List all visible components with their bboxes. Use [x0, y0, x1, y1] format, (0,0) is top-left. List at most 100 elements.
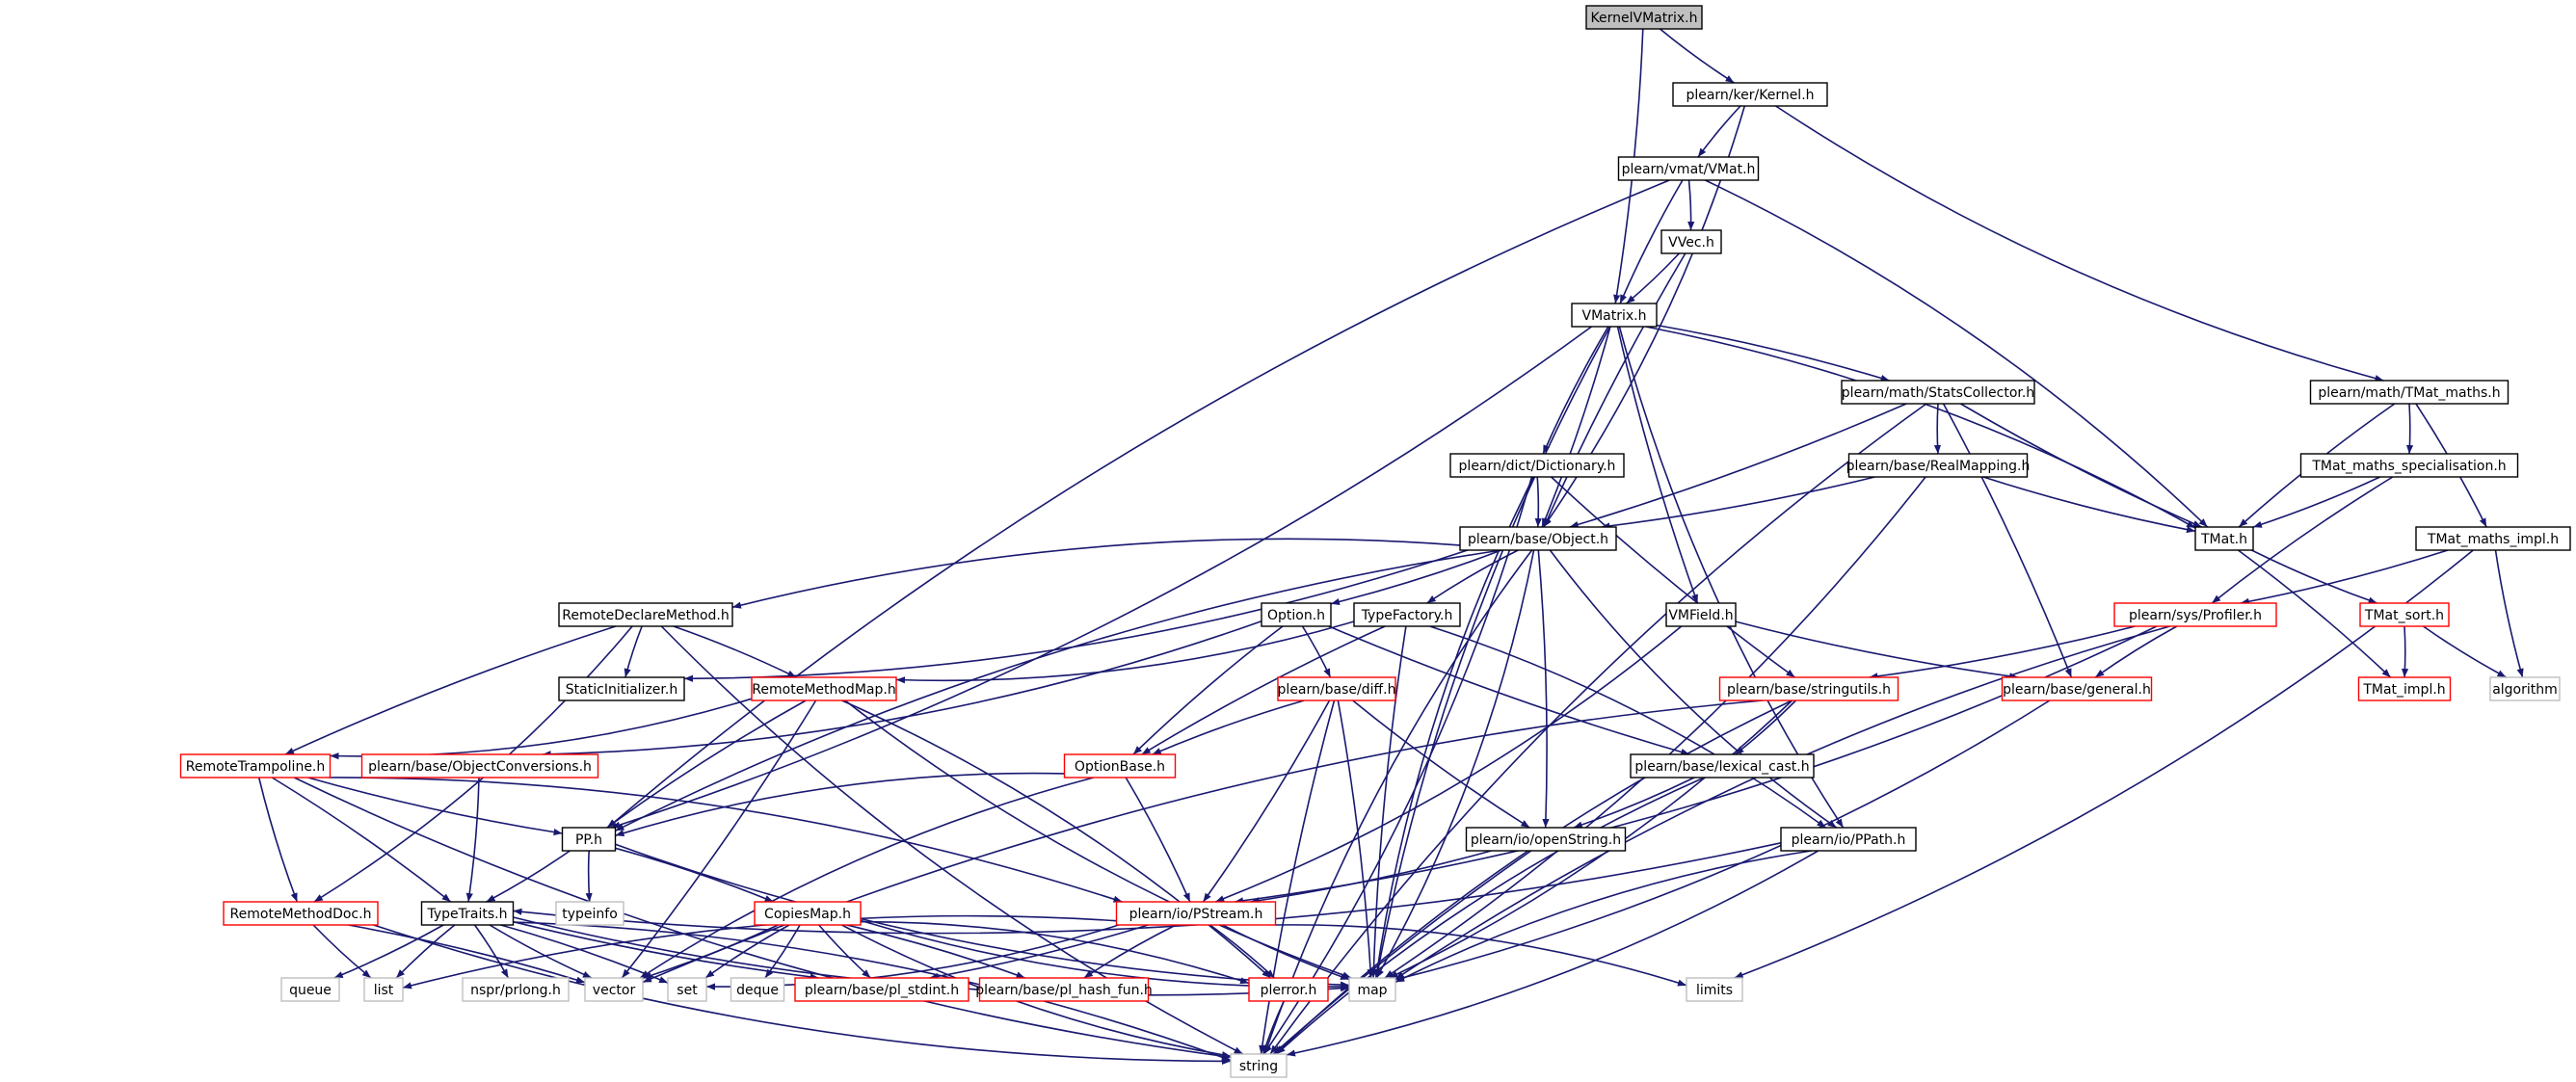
edge-tmat-to-tmat_sort [2251, 549, 2377, 604]
node-box [1718, 676, 1899, 701]
edge-tmat_maths_spec-to-tmat [2252, 476, 2381, 528]
node-staticinitializer[interactable]: StaticInitializer.h [558, 676, 685, 701]
edge-diff-to-openstring [1352, 699, 1530, 829]
edge-openstring-to-string [1272, 850, 1532, 1055]
edge-vvec-to-object [1543, 252, 1686, 528]
node-diff[interactable]: plearn/base/diff.h [1277, 676, 1396, 701]
node-label: TypeFactory.h [1361, 608, 1453, 623]
node-vmatrix[interactable]: VMatrix.h [1571, 303, 1658, 328]
edge-remotemethodmap-to-plerror [841, 699, 1272, 979]
node-kernelvmatrix[interactable]: KernelVMatrix.h [1585, 5, 1703, 30]
node-label: RemoteTrampoline.h [186, 759, 326, 775]
node-label: PP.h [575, 832, 602, 848]
node-label: plearn/base/diff.h [1278, 682, 1396, 698]
node-vmfield[interactable]: VMField.h [1665, 602, 1737, 627]
node-box [794, 977, 969, 1002]
node-tmat_maths[interactable]: plearn/math/TMat_maths.h [2309, 380, 2510, 405]
node-ppath[interactable]: plearn/io/PPath.h [1780, 827, 1917, 852]
edge-copiesmap-to-deque [764, 924, 801, 979]
edge-typetraits-to-string [513, 921, 1232, 1062]
node-general[interactable]: plearn/base/general.h [2001, 676, 2153, 701]
node-string: string [1230, 1053, 1288, 1078]
edge-vmatrix-to-object [1541, 326, 1611, 528]
node-remotemethoddoc[interactable]: RemoteMethodDoc.h [223, 901, 379, 926]
node-tmat_maths_spec[interactable]: TMat_maths_specialisation.h [2299, 453, 2519, 478]
edge-profiler-to-general [2094, 625, 2178, 678]
edge-general-to-map [1394, 699, 2051, 982]
edge-object-to-remotedeclaremethod [731, 538, 1461, 609]
node-remotedeclaremethod[interactable]: RemoteDeclareMethod.h [558, 602, 733, 627]
edge-remotetrampoline-to-remotemethoddoc [257, 777, 299, 903]
edge-vmfield-to-general [1735, 620, 2019, 680]
edge-object-to-ppath [1549, 549, 1838, 829]
edge-remotedeclaremethod-to-remotetrampoline [284, 625, 617, 755]
node-tmat_sort[interactable]: TMat_sort.h [2359, 602, 2450, 627]
node-box [561, 827, 617, 852]
edge-kernel-to-tmat_maths [1775, 105, 2384, 383]
edge-remotemethoddoc-to-string [373, 924, 1232, 1066]
edge-tmat_maths-to-tmat_maths_spec [2405, 403, 2414, 455]
node-set: set [667, 977, 707, 1002]
node-tmat[interactable]: TMat.h [2194, 526, 2254, 551]
edge-pstream-to-pl_hash_fun [1083, 924, 1177, 979]
node-lexical_cast[interactable]: plearn/base/lexical_cast.h [1630, 753, 1815, 779]
edge-copiesmap-to-pl_stdint [818, 924, 871, 979]
edge-remotemethodmap-to-pp [606, 699, 807, 829]
edge-object-to-option [1330, 549, 1502, 606]
node-label: plearn/base/ObjectConversions.h [368, 759, 592, 775]
node-dictionary[interactable]: plearn/dict/Dictionary.h [1449, 453, 1625, 478]
edge-vmat-to-vmatrix [1619, 179, 1684, 304]
node-box [2359, 602, 2450, 627]
edge-kernelvmatrix-to-kernel [1659, 28, 1735, 84]
node-label: vector [593, 983, 636, 998]
node-typefactory[interactable]: TypeFactory.h [1353, 602, 1461, 627]
edge-typetraits-to-vector [489, 924, 593, 979]
node-label: CopiesMap.h [764, 907, 851, 922]
edge-tmat_maths_impl-to-profiler [2240, 549, 2449, 605]
edge-statscollector-to-object [1569, 403, 1907, 528]
node-remotetrampoline[interactable]: RemoteTrampoline.h [179, 753, 332, 779]
edge-diff-to-string [1259, 699, 1336, 1055]
node-box [2194, 526, 2254, 551]
node-openstring[interactable]: plearn/io/openString.h [1465, 827, 1627, 852]
node-box [420, 901, 515, 926]
node-tmat_maths_impl[interactable]: TMat_maths_impl.h [2415, 526, 2571, 551]
edge-ppath-to-map [1394, 850, 1813, 984]
node-option[interactable]: Option.h [1261, 602, 1332, 627]
node-vmat[interactable]: plearn/vmat/VMat.h [1617, 156, 1760, 181]
node-vvec[interactable]: VVec.h [1660, 229, 1722, 254]
node-pstream[interactable]: plearn/io/PStream.h [1115, 901, 1277, 926]
node-pl_stdint[interactable]: plearn/base/pl_stdint.h [794, 977, 969, 1002]
edge-copiesmap-to-set [704, 924, 790, 979]
node-kernel[interactable]: plearn/ker/Kernel.h [1672, 82, 1828, 107]
node-label: VVec.h [1668, 235, 1714, 251]
node-pp[interactable]: PP.h [561, 827, 617, 852]
node-label: RemoteMethodDoc.h [230, 907, 372, 922]
edge-remotemethoddoc-to-vector [348, 924, 586, 984]
node-plerror[interactable]: plerror.h [1248, 977, 1329, 1002]
node-typetraits[interactable]: TypeTraits.h [420, 901, 515, 926]
node-remotemethodmap[interactable]: RemoteMethodMap.h [751, 676, 897, 701]
node-box [1665, 602, 1737, 627]
node-label: plearn/io/PStream.h [1129, 907, 1263, 922]
node-optionbase[interactable]: OptionBase.h [1063, 753, 1177, 779]
node-statscollector[interactable]: plearn/math/StatsCollector.h [1841, 380, 2035, 405]
node-object[interactable]: plearn/base/Object.h [1459, 526, 1617, 551]
node-box [1630, 753, 1815, 779]
edge-vmat-to-pp [607, 179, 1670, 829]
node-realmapping[interactable]: plearn/base/RealMapping.h [1846, 453, 2031, 478]
node-box [1465, 827, 1627, 852]
node-stringutils[interactable]: plearn/base/stringutils.h [1718, 676, 1899, 701]
node-label: VMatrix.h [1582, 308, 1647, 324]
node-profiler[interactable]: plearn/sys/Profiler.h [2113, 602, 2277, 627]
node-label: plearn/io/PPath.h [1792, 832, 1906, 848]
node-pl_hash_fun[interactable]: plearn/base/pl_hash_fun.h [975, 977, 1153, 1002]
node-objectconversions[interactable]: plearn/base/ObjectConversions.h [360, 753, 599, 779]
node-tmat_impl[interactable]: TMat_impl.h [2357, 676, 2452, 701]
node-copiesmap[interactable]: CopiesMap.h [754, 901, 862, 926]
node-label: list [374, 983, 394, 998]
node-box [1248, 977, 1329, 1002]
node-box [1841, 380, 2035, 405]
edge-remotetrampoline-to-typetraits [271, 777, 452, 903]
edge-realmapping-to-map [1384, 476, 1926, 979]
